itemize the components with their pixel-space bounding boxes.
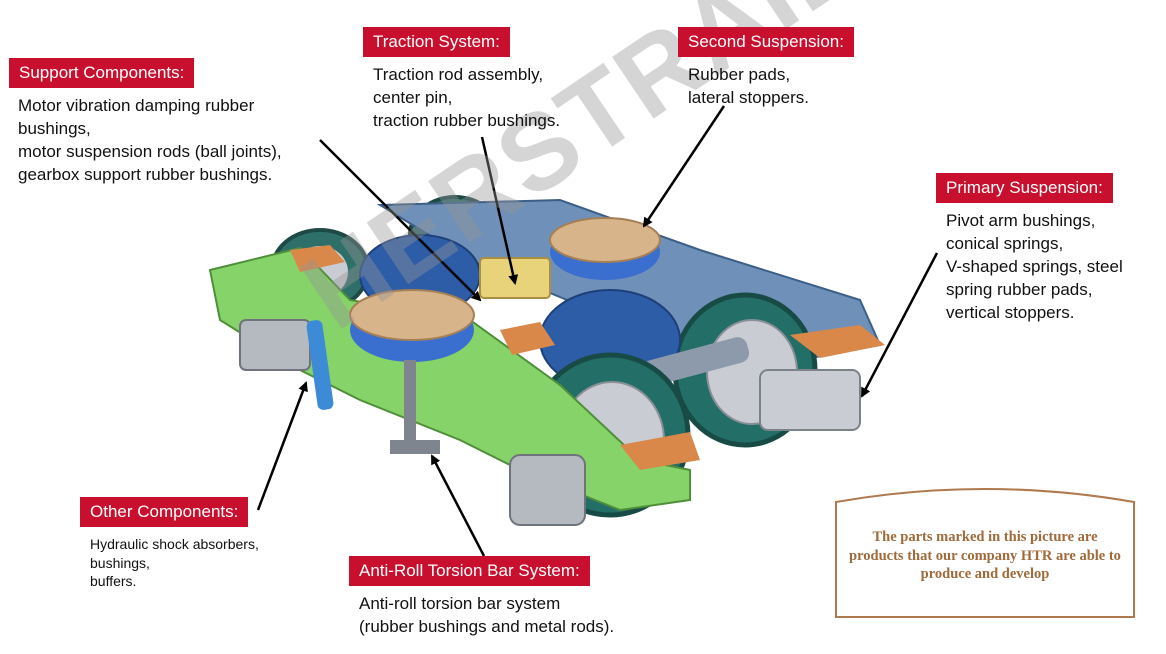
gearbox-front <box>509 454 586 526</box>
primary-line: Pivot arm bushings, <box>946 211 1096 230</box>
note-box <box>835 488 1135 618</box>
primary-suspension-title: Primary Suspension: <box>936 173 1113 203</box>
traction-line: Traction rod assembly, <box>373 65 544 84</box>
axlebox-right <box>759 369 861 431</box>
other-components-title: Other Components: <box>80 497 249 527</box>
anti-roll-line: (rubber bushings and metal rods). <box>359 617 615 636</box>
primary-suspension-text: Pivot arm bushings, conical springs, V-s… <box>946 209 1123 324</box>
second-suspension-text: Rubber pads, lateral stoppers. <box>688 63 809 109</box>
traction-system-text: Traction rod assembly, center pin, tract… <box>373 63 560 132</box>
other-components-text: Hydraulic shock absorbers, bushings, buf… <box>90 535 259 591</box>
torsion-bar-arm <box>390 440 440 454</box>
bracket-right <box>790 325 885 358</box>
primary-line: spring rubber pads, <box>946 280 1093 299</box>
support-components-title: Support Components: <box>9 58 195 88</box>
anti-roll-line: Anti-roll torsion bar system <box>359 594 561 613</box>
primary-line: conical springs, <box>946 234 1064 253</box>
note-box-outline <box>835 488 1135 618</box>
air-spring-back-top <box>549 217 661 263</box>
traction-line: traction rubber bushings. <box>373 111 561 130</box>
arrow-second <box>642 105 726 228</box>
support-line: motor suspension rods (ball joints), <box>18 142 282 161</box>
arrow-support <box>319 139 482 302</box>
second-line: Rubber pads, <box>688 65 791 84</box>
anti-roll-title: Anti-Roll Torsion Bar System: <box>349 556 590 586</box>
arrow-other <box>256 381 308 511</box>
arrow-traction <box>480 136 519 285</box>
arrow-antiroll <box>430 454 486 557</box>
arrow-primary <box>860 252 939 398</box>
other-line: bushings, <box>90 554 150 571</box>
second-line: lateral stoppers. <box>688 88 809 107</box>
traction-line: center pin, <box>373 88 453 107</box>
note-text: The parts marked in this picture are pro… <box>849 529 1121 582</box>
torsion-bar-link <box>404 360 416 450</box>
primary-line: V-shaped springs, steel <box>946 257 1123 276</box>
air-spring-front-top <box>349 289 475 341</box>
component-left <box>239 319 311 371</box>
bracket-end <box>620 432 700 470</box>
axle <box>640 337 750 387</box>
support-components-text: Motor vibration damping rubber bushings,… <box>18 94 282 186</box>
traction-system-title: Traction System: <box>363 27 510 57</box>
primary-line: vertical stoppers. <box>946 303 1075 322</box>
support-line: Motor vibration damping rubber <box>18 96 255 115</box>
other-line: buffers. <box>90 573 137 589</box>
bracket-mid <box>500 322 555 355</box>
second-suspension-title: Second Suspension: <box>678 27 854 57</box>
support-line: gearbox support rubber bushings. <box>18 165 273 184</box>
bracket-left <box>290 245 345 272</box>
anti-roll-text: Anti-roll torsion bar system (rubber bus… <box>359 592 614 638</box>
shock-absorber <box>306 320 334 410</box>
other-line: Hydraulic shock absorbers, <box>90 536 259 552</box>
support-line: bushings, <box>18 119 91 138</box>
